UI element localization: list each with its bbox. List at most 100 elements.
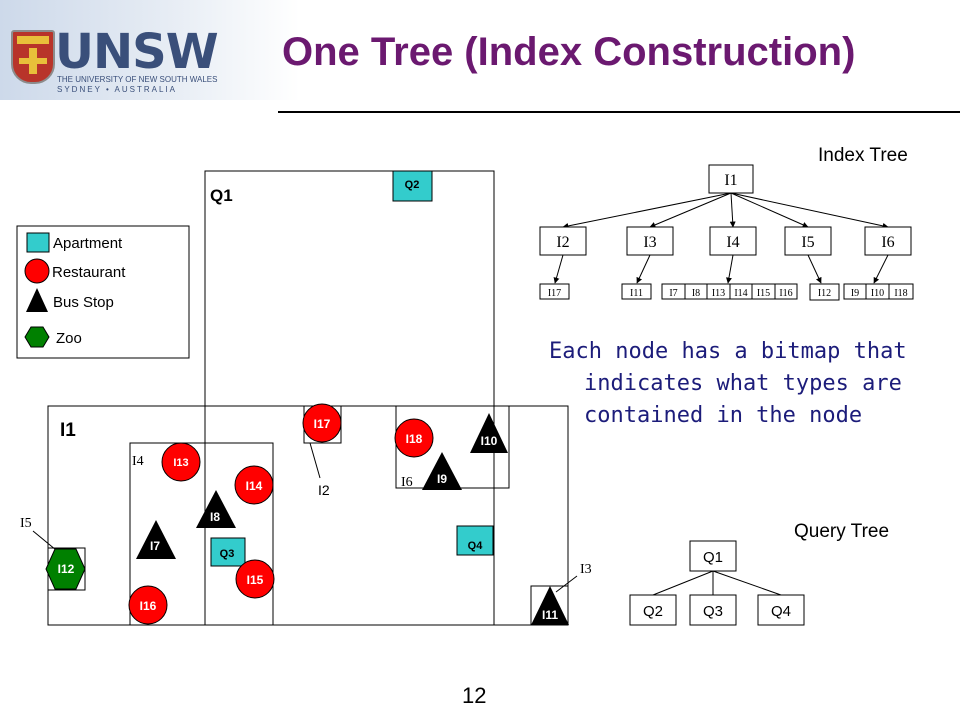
region-label-q1: Q1 — [210, 186, 233, 205]
title-divider — [278, 111, 960, 113]
object-label-i14: I14 — [246, 479, 263, 493]
logo-subtitle: THE UNIVERSITY OF NEW SOUTH WALES — [57, 75, 218, 84]
query-tree: Q1 Q2 Q3 Q4 — [629, 540, 805, 626]
object-label-q2: Q2 — [405, 179, 420, 191]
object-label-i17: I17 — [314, 417, 331, 431]
restaurant-icon — [235, 559, 275, 599]
object-label-i18: I18 — [406, 432, 423, 446]
query-node — [629, 594, 677, 626]
restaurant-icon — [234, 465, 274, 505]
tree-leaf-label: I13 — [712, 288, 725, 299]
query-node — [757, 594, 805, 626]
query-node-label: Q2 — [643, 603, 663, 620]
bus-stop-icon — [422, 452, 462, 490]
note-line: indicates what types are — [584, 371, 902, 396]
bus-stop-legend-icon — [26, 288, 48, 312]
apartment-icon — [456, 525, 494, 556]
tree-node — [864, 226, 912, 256]
query-node-label: Q4 — [771, 603, 791, 620]
tree-leaf-label: I10 — [871, 288, 884, 299]
object-label-q4: Q4 — [468, 540, 484, 552]
tree-node-root — [708, 164, 754, 194]
apartment-icon — [210, 537, 246, 567]
tree-leaf-label: I8 — [692, 288, 700, 299]
restaurant-icon — [161, 442, 201, 482]
logo-text: UNSW — [55, 24, 219, 80]
tree-leaf-label: I18 — [894, 288, 907, 299]
query-tree-title: Query Tree — [794, 521, 889, 542]
restaurant-icon — [394, 418, 434, 458]
query-node-root — [689, 540, 737, 572]
restaurant-legend-icon — [24, 258, 50, 284]
tree-leaf-label: I14 — [734, 288, 747, 299]
legend-label-bus-stop: Bus Stop — [53, 294, 114, 311]
slide-title: One Tree (Index Construction) — [282, 30, 856, 74]
callout-label-i3: I3 — [580, 562, 592, 577]
bus-stop-icon — [531, 586, 569, 625]
object-label-i12: I12 — [58, 562, 75, 576]
tree-leaf-label: I16 — [779, 288, 792, 299]
restaurant-icon — [302, 403, 342, 443]
tree-leaf-label: I17 — [548, 288, 561, 299]
query-node — [689, 594, 737, 626]
region-label-i4: I4 — [132, 454, 144, 469]
object-label-i16: I16 — [140, 599, 157, 613]
tree-node-label: I1 — [724, 172, 737, 189]
callout-label-i2: I2 — [318, 482, 330, 498]
region-label-i6: I6 — [401, 475, 413, 490]
query-node-label: Q1 — [703, 549, 723, 566]
bus-stop-icon — [196, 490, 236, 528]
tree-leaf-label: I9 — [851, 288, 859, 299]
tree-leaf-label: I7 — [669, 288, 677, 299]
object-label-i13: I13 — [173, 457, 188, 469]
object-label-i11: I11 — [542, 608, 558, 622]
tree-leaf — [809, 283, 840, 301]
tree-leaf-label: I11 — [630, 288, 643, 299]
query-node-label: Q3 — [703, 603, 723, 620]
restaurant-icon — [128, 585, 168, 625]
crest-icon — [11, 30, 55, 84]
object-label-i10: I10 — [481, 434, 498, 448]
legend-label-zoo: Zoo — [56, 330, 82, 347]
note-line: contained in the node — [584, 403, 863, 428]
tree-leaf-label: I15 — [757, 288, 770, 299]
bus-stop-icon — [470, 413, 508, 453]
tree-node — [626, 226, 674, 256]
legend-label-restaurant: Restaurant — [52, 264, 126, 281]
note-line: Each node has a bitmap that — [549, 339, 907, 364]
region-label-i1: I1 — [60, 420, 76, 441]
region-q1 — [204, 170, 495, 626]
zoo-icon — [45, 548, 86, 590]
bus-stop-icon — [136, 520, 176, 559]
callout-i3 — [555, 575, 578, 593]
legend: Apartment Restaurant Bus Stop Zoo — [16, 225, 190, 359]
apartment-icon — [392, 170, 433, 202]
callout-label-i5: I5 — [20, 516, 32, 531]
index-tree: I1 I2 I3 I4 I5 I6 I17 I11 I7 I8 I13 — [539, 164, 914, 301]
object-label-q3: Q3 — [220, 548, 235, 560]
tree-node-label: I2 — [556, 234, 569, 251]
callout-i2 — [309, 442, 321, 479]
zoo-legend-icon — [24, 326, 50, 348]
tree-leaf-label: I12 — [818, 288, 831, 299]
page-number: 12 — [462, 683, 487, 708]
tree-leaf — [539, 283, 570, 300]
object-label-i9: I9 — [437, 472, 447, 486]
tree-node-label: I3 — [643, 234, 656, 251]
region-i4 — [129, 442, 274, 626]
callout-i5 — [32, 530, 57, 551]
object-label-i7: I7 — [150, 539, 160, 553]
legend-label-apartment: Apartment — [53, 235, 123, 252]
tree-node-label: I5 — [801, 234, 814, 251]
index-tree-title: Index Tree — [818, 145, 908, 166]
tree-leaf — [843, 283, 914, 300]
object-label-i15: I15 — [247, 573, 264, 587]
logo-band: UNSW THE UNIVERSITY OF NEW SOUTH WALES S… — [0, 0, 300, 100]
tree-node — [539, 226, 587, 256]
tree-node-label: I6 — [881, 234, 894, 251]
logo-subtitle-location: SYDNEY • AUSTRALIA — [57, 85, 178, 94]
object-label-i8: I8 — [210, 510, 220, 524]
apartment-legend-icon — [26, 232, 50, 253]
tree-leaf — [621, 283, 652, 300]
